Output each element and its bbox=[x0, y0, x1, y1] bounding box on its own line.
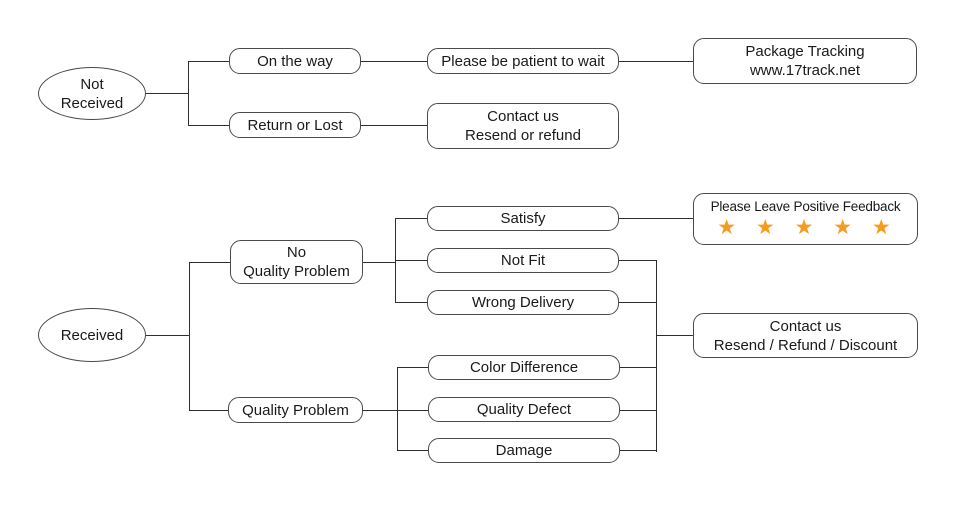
connector-branch-wrong-delivery bbox=[395, 302, 427, 304]
connector-no-quality-out bbox=[363, 262, 395, 264]
node-no-quality-problem-line1: No bbox=[286, 244, 307, 261]
node-not-received-line2: Received bbox=[60, 94, 124, 112]
connector-return-contact bbox=[361, 125, 427, 127]
node-not-fit: Not Fit bbox=[427, 248, 619, 273]
node-received: Received bbox=[38, 308, 146, 362]
connector-quality-defect-bus bbox=[620, 410, 656, 412]
connector-on-the-way-patient bbox=[361, 61, 427, 63]
node-contact-resend-refund-line2: Resend or refund bbox=[465, 127, 581, 144]
node-positive-feedback-label: Please Leave Positive Feedback bbox=[710, 199, 901, 214]
connector-received-branch bbox=[189, 262, 191, 411]
node-not-received-line1: Not bbox=[80, 75, 104, 93]
connector-color-difference-bus bbox=[620, 367, 656, 369]
node-color-difference-label: Color Difference bbox=[469, 359, 579, 376]
connector-branch-no-quality bbox=[189, 262, 230, 264]
connector-branch-on-the-way bbox=[188, 61, 229, 63]
node-quality-defect: Quality Defect bbox=[428, 397, 620, 422]
connector-patient-tracking bbox=[619, 61, 693, 63]
node-no-quality-problem: No Quality Problem bbox=[230, 240, 363, 284]
connector-not-received-out bbox=[146, 93, 189, 95]
connector-not-received-branch bbox=[188, 61, 190, 126]
connector-branch-return-or-lost bbox=[188, 125, 229, 127]
connector-branch-quality-defect bbox=[397, 410, 428, 412]
connector-bus-contact-discount bbox=[656, 335, 693, 337]
node-please-be-patient-label: Please be patient to wait bbox=[441, 52, 605, 70]
connector-quality-problem-out bbox=[363, 410, 397, 412]
connector-branch-quality-problem bbox=[189, 410, 228, 412]
connector-received-out bbox=[146, 335, 190, 337]
connector-branch-satisfy bbox=[395, 218, 427, 220]
connector-satisfy-feedback bbox=[619, 218, 693, 220]
node-wrong-delivery: Wrong Delivery bbox=[427, 290, 619, 315]
node-satisfy: Satisfy bbox=[427, 206, 619, 231]
connector-damage-bus bbox=[620, 450, 656, 452]
node-positive-feedback: Please Leave Positive Feedback ★ ★ ★ ★ ★ bbox=[693, 193, 918, 245]
node-return-or-lost: Return or Lost bbox=[229, 112, 361, 138]
connector-branch-not-fit bbox=[395, 260, 427, 262]
node-contact-resend-refund-discount: Contact us Resend / Refund / Discount bbox=[693, 313, 918, 358]
node-color-difference: Color Difference bbox=[428, 355, 620, 380]
node-satisfy-label: Satisfy bbox=[500, 210, 546, 227]
node-on-the-way: On the way bbox=[229, 48, 361, 74]
node-not-received: Not Received bbox=[38, 67, 146, 120]
connector-right-bus bbox=[656, 260, 658, 452]
node-received-label: Received bbox=[60, 326, 124, 344]
node-contact-resend-refund: Contact us Resend or refund bbox=[427, 103, 619, 149]
connector-branch-damage bbox=[397, 450, 428, 452]
node-package-tracking-url: www.17track.net bbox=[749, 62, 861, 79]
node-quality-problem-label: Quality Problem bbox=[242, 401, 349, 419]
node-contact-resend-refund-line1: Contact us bbox=[487, 108, 559, 125]
five-star-rating-icon: ★ ★ ★ ★ ★ bbox=[717, 216, 898, 239]
node-quality-defect-label: Quality Defect bbox=[476, 401, 572, 418]
connector-branch-color-difference bbox=[397, 367, 428, 369]
node-damage: Damage bbox=[428, 438, 620, 463]
node-return-or-lost-label: Return or Lost bbox=[247, 116, 343, 134]
node-contact-discount-line1: Contact us bbox=[769, 317, 842, 335]
node-not-fit-label: Not Fit bbox=[500, 252, 546, 269]
node-on-the-way-label: On the way bbox=[257, 52, 333, 70]
node-damage-label: Damage bbox=[495, 442, 553, 459]
connector-not-fit-bus bbox=[619, 260, 656, 262]
node-contact-discount-line2: Resend / Refund / Discount bbox=[713, 336, 898, 354]
node-please-be-patient: Please be patient to wait bbox=[427, 48, 619, 74]
node-package-tracking-line1: Package Tracking bbox=[745, 43, 865, 60]
node-no-quality-problem-line2: Quality Problem bbox=[243, 263, 350, 280]
node-wrong-delivery-label: Wrong Delivery bbox=[471, 294, 575, 311]
node-package-tracking: Package Tracking www.17track.net bbox=[693, 38, 917, 84]
connector-wrong-delivery-bus bbox=[619, 302, 656, 304]
connector-quality-problem-branch bbox=[397, 367, 399, 451]
node-quality-problem: Quality Problem bbox=[228, 397, 363, 423]
